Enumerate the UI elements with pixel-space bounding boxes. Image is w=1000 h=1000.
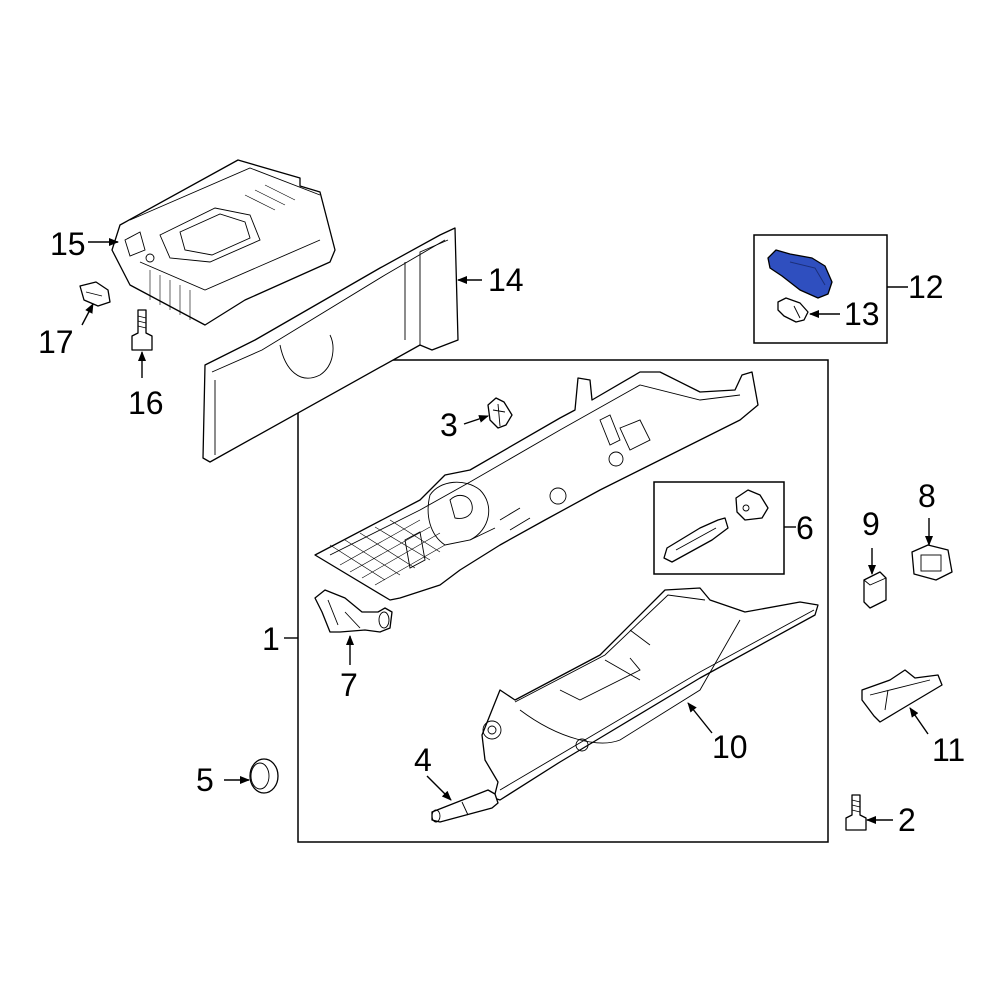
upper-housing-part-15[interactable]: [111, 159, 336, 326]
callout-17[interactable]: 17: [38, 324, 74, 360]
callout-14[interactable]: 14: [488, 262, 524, 298]
callout-6[interactable]: 6: [796, 510, 814, 546]
callout-10[interactable]: 10: [712, 729, 748, 765]
callout-9[interactable]: 9: [862, 506, 880, 542]
callout-12[interactable]: 12: [908, 269, 944, 305]
callout-3[interactable]: 3: [440, 407, 458, 443]
latch-part-6[interactable]: [663, 489, 769, 563]
lamp-part-12[interactable]: [767, 249, 833, 299]
callout-15[interactable]: 15: [50, 226, 86, 262]
latch-kit-box: [653, 481, 785, 575]
bolt-part-16[interactable]: [131, 309, 153, 351]
lamp-assembly-box: [753, 234, 888, 344]
main-assembly-box: [297, 359, 829, 843]
callout-5[interactable]: 5: [196, 762, 214, 798]
callout-16[interactable]: 16: [128, 385, 164, 421]
callout-8[interactable]: 8: [918, 478, 936, 514]
callout-4[interactable]: 4: [414, 742, 432, 778]
striker-part-11[interactable]: [861, 669, 943, 723]
leader-line-4: [426, 775, 452, 801]
callout-13[interactable]: 13: [844, 296, 880, 332]
damper-bracket-part-7[interactable]: [314, 589, 393, 633]
callout-11[interactable]: 11: [932, 732, 966, 768]
leader-line-3: [463, 415, 489, 425]
leader-line-10: [687, 702, 713, 734]
switch-part-8[interactable]: [911, 544, 953, 581]
callout-1[interactable]: 1: [262, 621, 280, 657]
leader-line-17: [81, 303, 94, 326]
bolt-part-2[interactable]: [845, 794, 867, 831]
clip-part-17[interactable]: [79, 281, 111, 307]
glove-box-door-part-10[interactable]: [481, 587, 819, 801]
callout-2[interactable]: 2: [898, 802, 916, 838]
bumper-part-9[interactable]: [863, 571, 887, 609]
door-trim-part-14[interactable]: [202, 227, 459, 463]
cap-part-5[interactable]: [249, 758, 279, 794]
leader-line-11: [909, 707, 929, 735]
glove-box-frame-part-1[interactable]: [314, 371, 759, 601]
pin-part-4[interactable]: [431, 789, 499, 823]
clip-part-3[interactable]: [487, 397, 513, 429]
callout-7[interactable]: 7: [340, 667, 358, 703]
bulb-part-13[interactable]: [777, 297, 809, 323]
